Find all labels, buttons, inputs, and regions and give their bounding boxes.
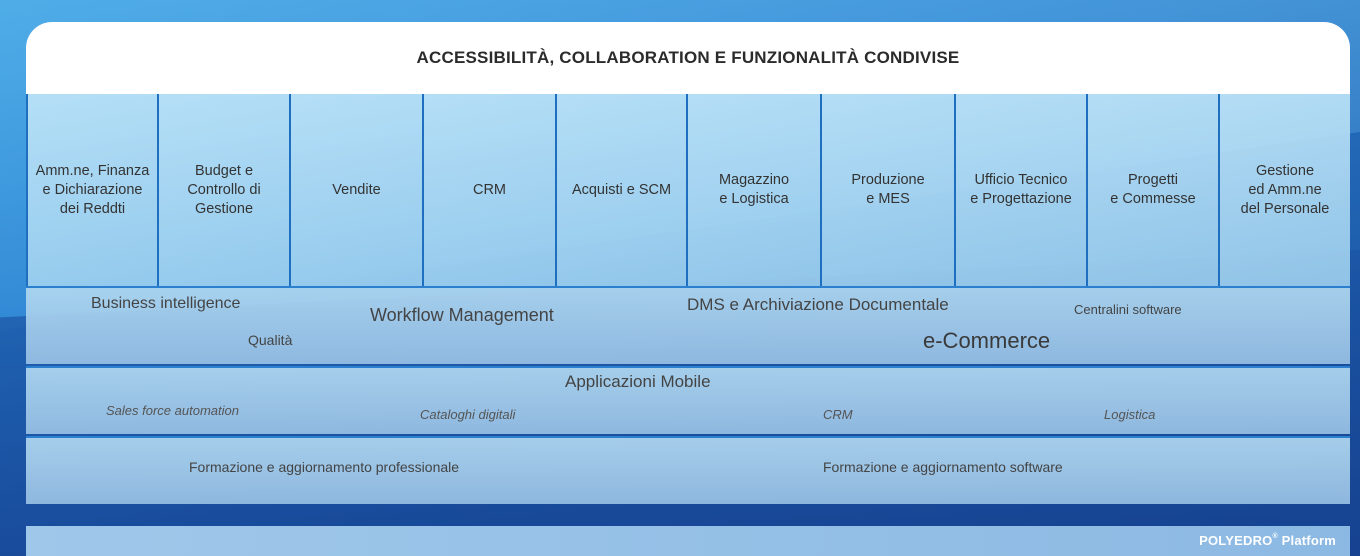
training-software: Formazione e aggiornamento software — [823, 459, 1063, 475]
service-qualita: Qualità — [248, 332, 293, 348]
mobile-title: Applicazioni Mobile — [565, 372, 711, 391]
module-projects[interactable]: Progetti e Commesse — [1088, 94, 1220, 286]
service-dms: DMS e Archiviazione Documentale — [687, 295, 949, 314]
mobile-item-logistics: Logistica — [1104, 407, 1156, 422]
module-technical-office[interactable]: Ufficio Tecnico e Progettazione — [956, 94, 1088, 286]
mobile-item-sales-force: Sales force automation — [106, 403, 239, 418]
module-sales[interactable]: Vendite — [291, 94, 424, 286]
module-budget[interactable]: Budget e Controllo di Gestione — [159, 94, 291, 286]
service-centralini: Centralini software — [1074, 302, 1182, 317]
platform-label: POLYEDRO® Platform — [1199, 533, 1336, 548]
module-warehouse-logistics[interactable]: Magazzino e Logistica — [688, 94, 822, 286]
module-purchasing-scm[interactable]: Acquisti e SCM — [557, 94, 688, 286]
platform-product: Platform — [1281, 533, 1336, 548]
service-workflow: Workflow Management — [370, 305, 554, 325]
registered-mark: ® — [1272, 533, 1278, 540]
service-business-intelligence: Business intelligence — [91, 295, 241, 312]
shared-features-header: ACCESSIBILITÀ, COLLABORATION E FUNZIONAL… — [26, 22, 1350, 94]
module-crm[interactable]: CRM — [424, 94, 557, 286]
module-row: Amm.ne, Finanza e Dichiarazione dei Redd… — [26, 94, 1352, 286]
services-band: Business intelligence Workflow Managemen… — [26, 286, 1350, 364]
mobile-band: Applicazioni Mobile Sales force automati… — [26, 366, 1350, 434]
platform-band: POLYEDRO® Platform — [26, 526, 1350, 556]
module-production-mes[interactable]: Produzione e MES — [822, 94, 956, 286]
header-title: ACCESSIBILITÀ, COLLABORATION E FUNZIONAL… — [416, 48, 960, 67]
mobile-item-crm: CRM — [823, 407, 853, 422]
module-personnel[interactable]: Gestione ed Amm.ne del Personale — [1220, 94, 1350, 286]
mobile-item-catalogs: Cataloghi digitali — [420, 407, 516, 422]
service-ecommerce: e-Commerce — [923, 328, 1051, 353]
platform-brand: POLYEDRO — [1199, 533, 1273, 548]
training-band: Formazione e aggiornamento professionale… — [26, 436, 1350, 504]
training-professional: Formazione e aggiornamento professionale — [189, 459, 460, 475]
module-finance[interactable]: Amm.ne, Finanza e Dichiarazione dei Redd… — [28, 94, 159, 286]
